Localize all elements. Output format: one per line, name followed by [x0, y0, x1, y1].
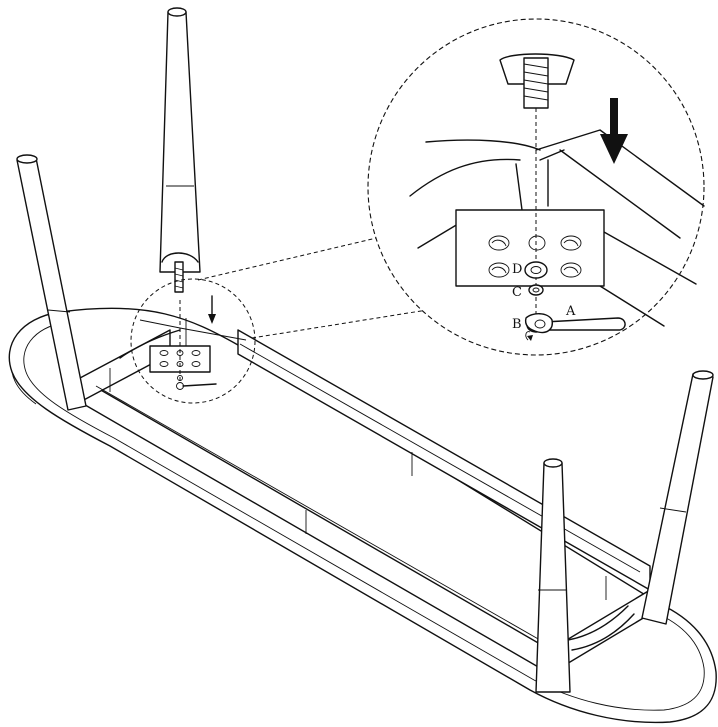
- callout-large: A B C D: [367, 18, 705, 356]
- washer-c: [528, 284, 544, 296]
- label-b: B: [512, 317, 522, 332]
- leg-being-attached: [159, 7, 201, 293]
- down-arrow-small-icon: [208, 295, 216, 324]
- washer-d: [524, 261, 548, 279]
- leg-bolt-zoomed: [499, 53, 575, 109]
- corner-bracket: [455, 209, 605, 287]
- wrench-small: [182, 383, 217, 387]
- leg-back-left: [16, 154, 87, 411]
- leg-front-right: [641, 370, 714, 625]
- leg-bolt: [174, 261, 184, 293]
- callout-small: [130, 278, 256, 404]
- bracket-holes: [488, 235, 582, 278]
- wrench-a: [524, 313, 626, 334]
- down-arrow-icon: [600, 98, 628, 164]
- label-d: D: [512, 262, 522, 277]
- label-a: A: [565, 304, 576, 319]
- label-c: C: [512, 285, 522, 300]
- leg-front-middle: [535, 458, 571, 693]
